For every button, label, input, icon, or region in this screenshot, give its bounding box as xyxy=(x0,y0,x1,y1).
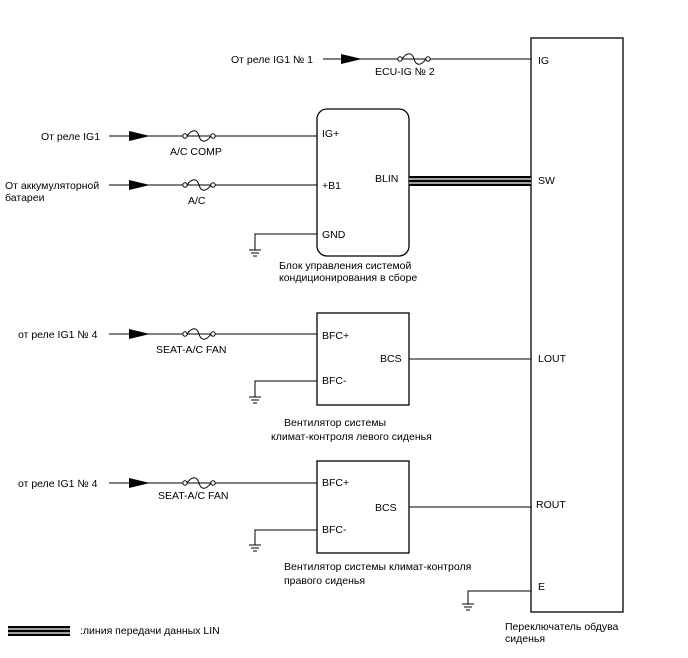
fan-right-box xyxy=(316,460,410,554)
ig-feed-fuse-symbol xyxy=(397,53,431,65)
fan-left-caption-line1: Вентилятор системы xyxy=(284,417,386,429)
ac-pin-ig-plus: IG+ xyxy=(322,128,339,140)
ac-battery-source-line2: батареи xyxy=(5,192,45,204)
fan-left-box xyxy=(316,312,410,406)
switch-caption-line1: Переключатель обдува xyxy=(505,621,619,633)
switch-pin-e: E xyxy=(538,581,545,593)
fan-right-caption-line1: Вентилятор системы климат-контроля xyxy=(284,561,471,573)
fan-left-pin-bfc-plus: BFC+ xyxy=(322,330,349,342)
ig-feed-fuse-label: ECU-IG № 2 xyxy=(375,66,435,78)
ac-caption-line1: Блок управления системой xyxy=(279,260,412,272)
fan-right-fuse-symbol xyxy=(182,477,216,489)
ac-battery-fuse-label: A/C xyxy=(188,195,206,207)
fan-right-caption-line2: правого сиденья xyxy=(284,575,365,587)
ig-feed-source-label: От реле IG1 № 1 xyxy=(231,54,313,66)
ac-battery-fuse-symbol xyxy=(182,179,216,191)
fan-right-pin-bfc-minus: BFC- xyxy=(322,524,347,536)
seat-switch-box xyxy=(530,37,624,613)
ac-pin-b1: +B1 xyxy=(322,180,341,192)
ac-caption-line2: кондиционирования в сборе xyxy=(279,272,417,284)
fan-right-pin-bfc-plus: BFC+ xyxy=(322,477,349,489)
fan-right-pin-bcs: BCS xyxy=(375,502,397,514)
ac-battery-source-line1: От аккумуляторной xyxy=(5,180,99,192)
ac-pin-blin: BLIN xyxy=(375,173,398,185)
legend-lin-label: :линия передачи данных LIN xyxy=(80,625,220,637)
switch-ground-symbol xyxy=(462,590,531,611)
fan-left-source-label: от реле IG1 № 4 xyxy=(18,329,98,341)
switch-pin-lout: LOUT xyxy=(538,353,567,365)
ac-ig-source-label: От реле IG1 xyxy=(41,131,100,143)
fan-left-pin-bcs: BCS xyxy=(380,353,402,365)
lin-bus-line xyxy=(409,176,531,186)
fan-right-fuse-label: SEAT-A/C FAN xyxy=(158,490,228,502)
fan-right-source-label: от реле IG1 № 4 xyxy=(18,478,98,490)
fan-left-pin-bfc-minus: BFC- xyxy=(322,375,347,387)
fan-left-arrow xyxy=(129,329,150,339)
fan-right-ground-symbol xyxy=(249,529,317,552)
switch-pin-ig: IG xyxy=(538,55,549,67)
fan-left-fuse-label: SEAT-A/C FAN xyxy=(156,344,226,356)
ac-pin-gnd: GND xyxy=(322,229,346,241)
ac-ig-arrow xyxy=(129,131,150,141)
ac-ground-symbol xyxy=(249,233,317,257)
fan-left-ground-symbol xyxy=(249,380,317,404)
ig-feed-arrow xyxy=(341,54,362,64)
fan-left-fuse-symbol xyxy=(182,328,216,340)
legend-lin-symbol xyxy=(8,626,70,636)
fan-left-caption-line2: климат-контроля левого сиденья xyxy=(271,431,432,443)
switch-pin-sw: SW xyxy=(538,175,555,187)
fan-right-arrow xyxy=(129,478,150,488)
switch-pin-rout: ROUT xyxy=(536,499,566,511)
ac-battery-arrow xyxy=(129,180,150,190)
ac-ig-fuse-symbol xyxy=(182,130,216,142)
switch-caption-line2: сиденья xyxy=(505,633,545,645)
ac-ig-fuse-label: A/C COMP xyxy=(170,146,222,158)
